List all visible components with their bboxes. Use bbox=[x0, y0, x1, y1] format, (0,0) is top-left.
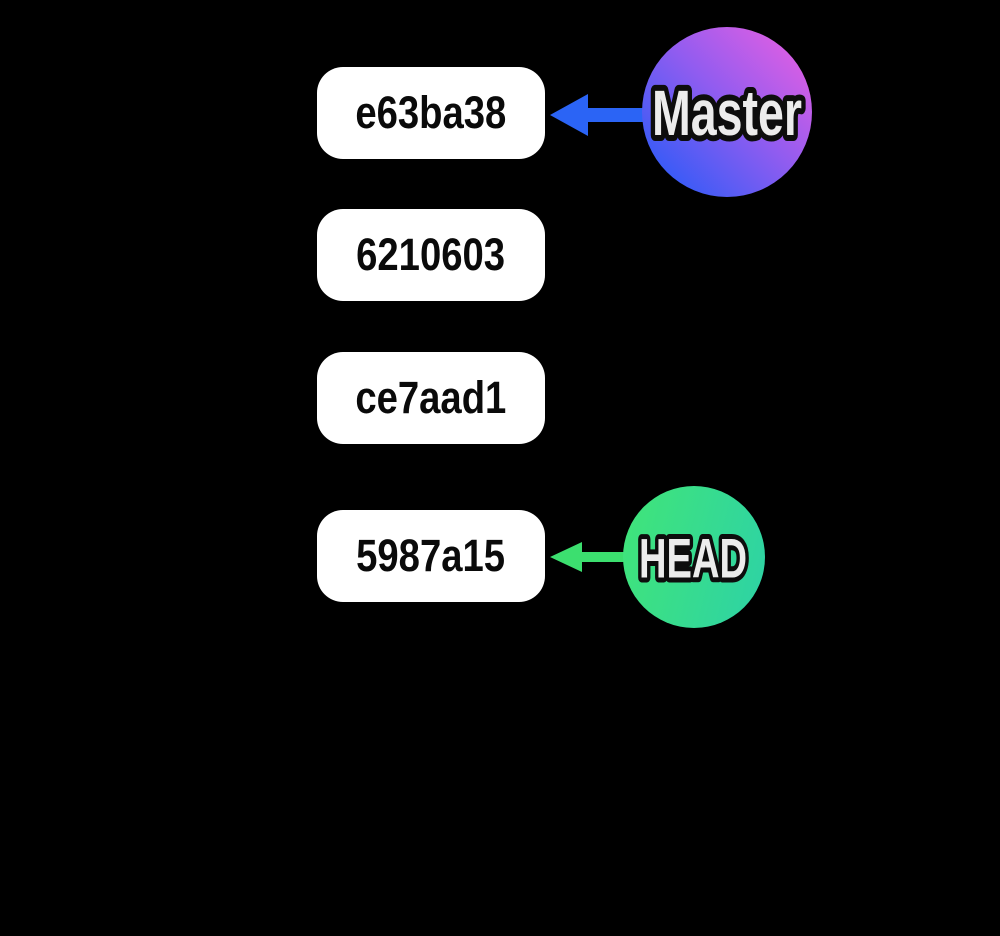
commit-node-ce7aad1: ce7aad1 bbox=[317, 352, 545, 444]
commit-hash-label: 5987a15 bbox=[356, 530, 506, 581]
branch-badge-master: Master bbox=[642, 27, 812, 197]
master-arrow-left-icon bbox=[550, 94, 650, 136]
head-badge: HEAD bbox=[623, 486, 765, 628]
commit-hash-label: e63ba38 bbox=[355, 87, 507, 138]
commit-node-e63ba38: e63ba38 bbox=[317, 67, 545, 159]
head-arrow-left-icon bbox=[550, 542, 634, 572]
commit-hash-label: ce7aad1 bbox=[355, 372, 507, 423]
master-badge-text-graphic: Master bbox=[646, 71, 808, 155]
commit-node-5987a15: 5987a15 bbox=[317, 510, 545, 602]
master-badge-label: Master bbox=[652, 77, 802, 149]
head-badge-label: HEAD bbox=[639, 527, 747, 590]
commit-node-6210603: 6210603 bbox=[317, 209, 545, 301]
commit-hash-label: 6210603 bbox=[356, 229, 506, 280]
head-badge-text-graphic: HEAD bbox=[634, 522, 752, 595]
